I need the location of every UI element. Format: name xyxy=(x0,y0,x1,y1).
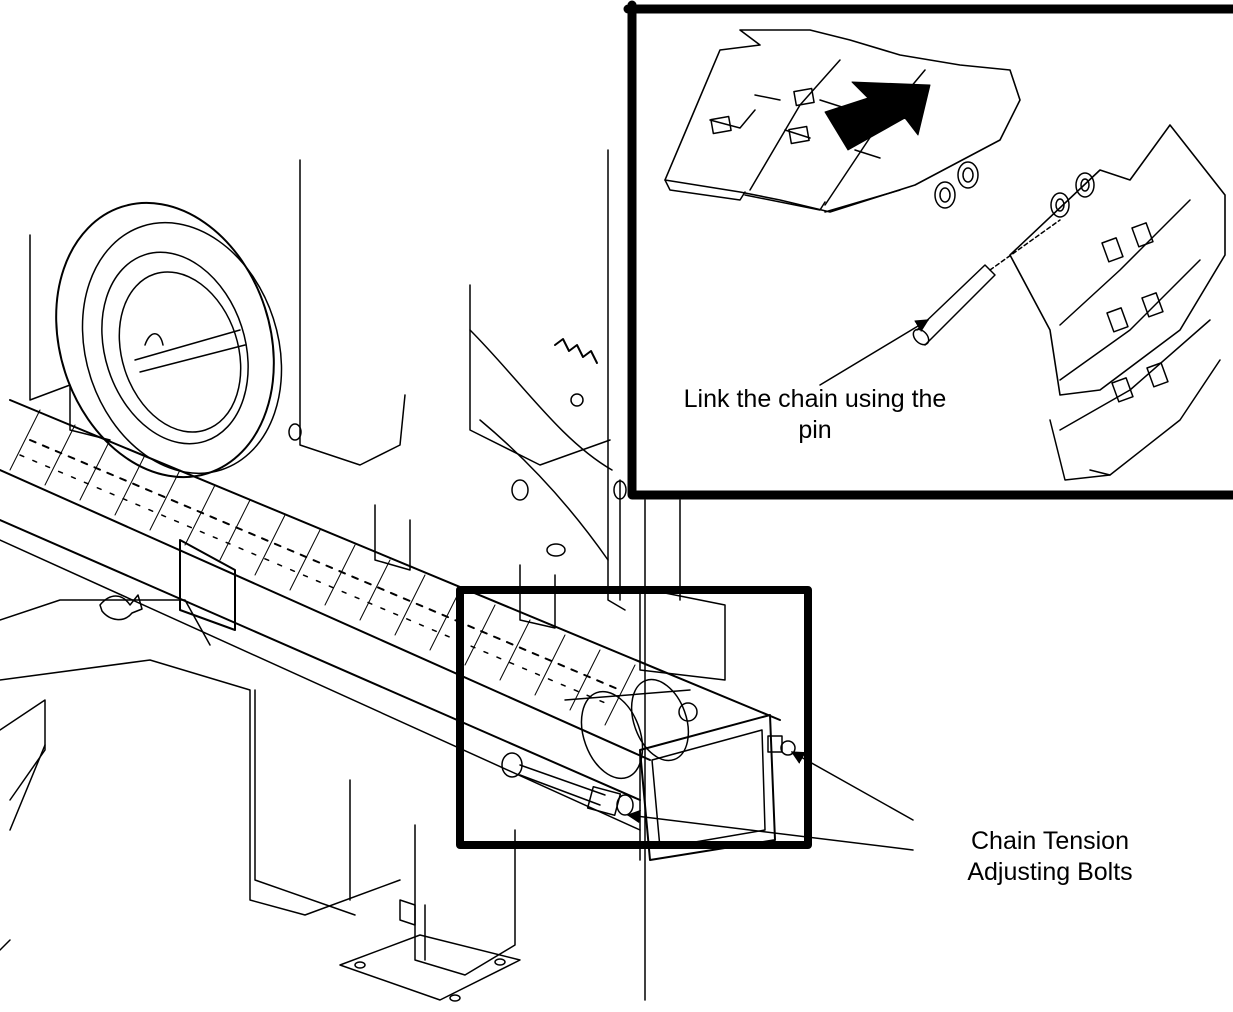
conveyor-chain-deck xyxy=(0,399,781,831)
tension-area-highlight xyxy=(456,586,812,849)
bolts-callout-line1: Chain Tension xyxy=(971,827,1129,855)
bolts-callout-line2: Adjusting Bolts xyxy=(967,858,1133,886)
callout-arrow-icon xyxy=(819,319,930,386)
callout-arrow-icon xyxy=(790,751,914,821)
machine-housing xyxy=(0,149,681,1001)
pin-callout-label: Link the chain using the pin xyxy=(640,384,990,446)
pin-callout-line2: pin xyxy=(798,416,832,444)
callout-arrow-icon xyxy=(626,809,914,851)
pin-callout-line1: Link the chain using the xyxy=(683,385,947,413)
roller-wheel xyxy=(55,201,302,479)
support-stand xyxy=(254,689,521,1002)
bolts-callout-label: Chain Tension Adjusting Bolts xyxy=(910,826,1190,888)
direction-arrow-icon xyxy=(824,81,931,151)
chain-link-inset xyxy=(623,0,1233,500)
